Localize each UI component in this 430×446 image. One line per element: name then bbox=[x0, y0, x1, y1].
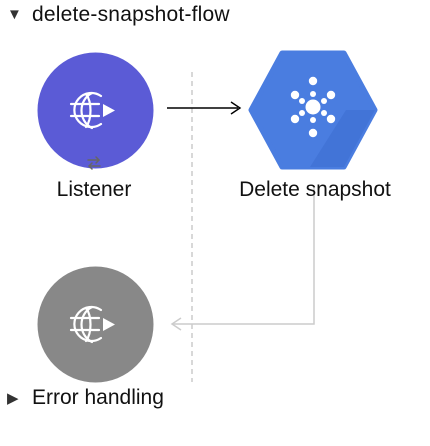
delete-snapshot-node[interactable] bbox=[248, 50, 378, 170]
globe-arrow-icon bbox=[37, 52, 154, 169]
listener-node[interactable] bbox=[37, 52, 154, 169]
response-node[interactable] bbox=[37, 266, 154, 383]
hexagon-dots-icon bbox=[248, 50, 378, 170]
error-handling-title[interactable]: Error handling bbox=[32, 386, 164, 409]
flow-title[interactable]: delete-snapshot-flow bbox=[32, 3, 230, 26]
return-path-arrowhead bbox=[170, 317, 182, 331]
globe-arrow-icon bbox=[37, 266, 154, 383]
caret-right-icon[interactable]: ▶ bbox=[7, 390, 19, 407]
delete-snapshot-label: Delete snapshot bbox=[239, 178, 391, 201]
caret-down-icon[interactable]: ▼ bbox=[7, 6, 22, 23]
swap-arrows-icon bbox=[84, 154, 104, 172]
listener-label: Listener bbox=[56, 178, 132, 201]
return-path-line bbox=[172, 186, 315, 325]
connector-arrowhead bbox=[230, 101, 242, 115]
